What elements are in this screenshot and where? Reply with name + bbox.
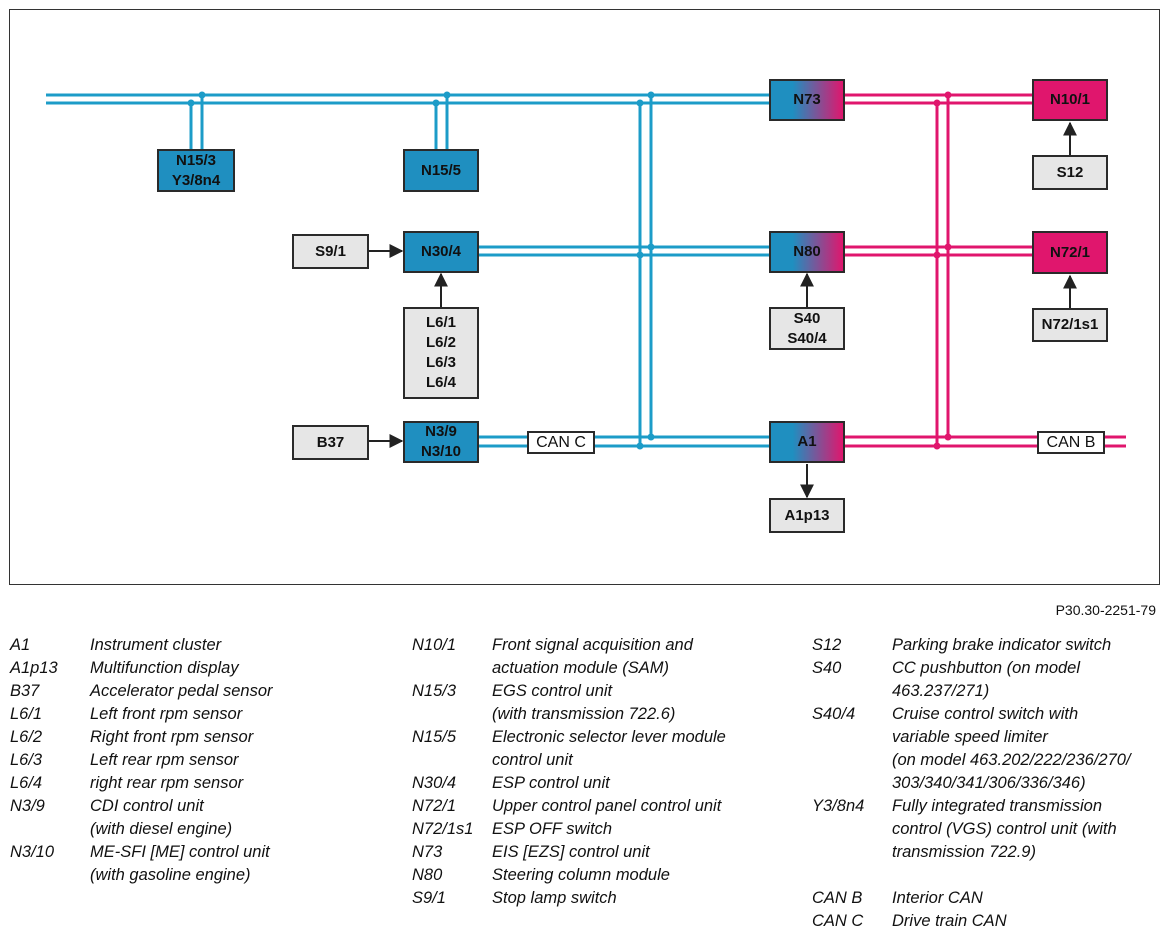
legend-entry: L6/2 Right front rpm sensor <box>10 726 390 749</box>
legend-entry: N30/4 ESP control unit <box>412 772 802 795</box>
legend-entry: N72/1s1 ESP OFF switch <box>412 818 802 841</box>
legend-entry: S9/1 Stop lamp switch <box>412 887 802 910</box>
legend-code: N72/1 <box>412 797 457 815</box>
node-s40: S40 S40/4 <box>769 307 845 350</box>
legend-entry: N3/10 ME-SFI [ME] control unit (with gaso… <box>10 841 390 887</box>
legend-description: ESP OFF switch <box>492 820 613 838</box>
legend-description: Front signal acquisition and actuation m… <box>492 636 693 677</box>
node-l6-sensors: L6/1 L6/2 L6/3 L6/4 <box>403 307 479 399</box>
node-n15-5: N15/5 <box>403 149 479 192</box>
node-n80: N80 <box>769 231 845 273</box>
legend-column-2: N10/1 Front signal acquisition and actuat… <box>412 634 802 910</box>
legend-description: Right front rpm sensor <box>90 728 254 746</box>
legend-code: CAN B <box>812 889 863 907</box>
node-n72-1s1: N72/1s1 <box>1032 308 1108 342</box>
legend-entry: L6/4 right rear rpm sensor <box>10 772 390 795</box>
legend-code: L6/2 <box>10 728 43 746</box>
legend-description: Parking brake indicator switch <box>892 636 1112 654</box>
legend-code: N72/1s1 <box>412 820 474 838</box>
legend-entry: B37 Accelerator pedal sensor <box>10 680 390 703</box>
node-n3-9: N3/9 N3/10 <box>403 421 479 463</box>
legend-entry: A1p13 Multifunction display <box>10 657 390 680</box>
legend-code: N3/10 <box>10 843 55 861</box>
legend-description: Instrument cluster <box>90 636 222 654</box>
legend-description: right rear rpm sensor <box>90 774 244 792</box>
legend-description: ESP control unit <box>492 774 610 792</box>
legend-entry: N73 EIS [EZS] control unit <box>412 841 802 864</box>
legend-description: EIS [EZS] control unit <box>492 843 650 861</box>
node-n15-3: N15/3 Y3/8n4 <box>157 149 235 192</box>
legend-entry: Y3/8n4 Fully integrated transmission cont… <box>812 795 1168 864</box>
can-c-junction-dots <box>187 91 655 450</box>
legend-description: CDI control unit (with diesel engine) <box>90 797 233 838</box>
legend-description: Upper control panel control unit <box>492 797 722 815</box>
node-n30-4: N30/4 <box>403 231 479 273</box>
signal-arrows <box>367 121 1077 499</box>
legend-entry: CAN B Interior CAN <box>812 887 1168 910</box>
legend-code: N3/9 <box>10 797 45 815</box>
legend-code: N10/1 <box>412 636 457 654</box>
legend-code: L6/4 <box>10 774 43 792</box>
legend-code: L6/1 <box>10 705 43 723</box>
legend-description: Stop lamp switch <box>492 889 617 907</box>
legend-code: A1p13 <box>10 659 58 677</box>
legend-code: S40/4 <box>812 705 856 723</box>
legend-entry: N15/3 EGS control unit (with transmission… <box>412 680 802 726</box>
legend-code: A1 <box>10 636 31 654</box>
legend-entry: L6/1 Left front rpm sensor <box>10 703 390 726</box>
legend-entry: S40/4 Cruise control switch with variable… <box>812 703 1168 795</box>
legend-entry: N15/5 Electronic selector lever module co… <box>412 726 802 772</box>
node-a1p13: A1p13 <box>769 498 845 533</box>
legend-code: N15/3 <box>412 682 457 700</box>
legend-code: N30/4 <box>412 774 457 792</box>
node-s9-1: S9/1 <box>292 234 369 269</box>
legend-code: CAN C <box>812 912 864 930</box>
legend-description: Left front rpm sensor <box>90 705 243 723</box>
legend-code: S9/1 <box>412 889 446 907</box>
legend-description: Drive train CAN <box>892 912 1007 930</box>
legend-entry: S12 Parking brake indicator switch <box>812 634 1168 657</box>
legend-entry: N3/9 CDI control unit (with diesel engine… <box>10 795 390 841</box>
node-n72-1: N72/1 <box>1032 231 1108 274</box>
legend-description: Accelerator pedal sensor <box>90 682 273 700</box>
legend-description: ME-SFI [ME] control unit (with gasoline … <box>90 843 270 884</box>
legend-code: N15/5 <box>412 728 457 746</box>
legend-code: S12 <box>812 636 842 654</box>
legend-description: Fully integrated transmission control (V… <box>892 797 1117 861</box>
node-a1: A1 <box>769 421 845 463</box>
legend-entry: CAN C Drive train CAN <box>812 910 1168 933</box>
legend-code: B37 <box>10 682 40 700</box>
legend-entry: N80 Steering column module <box>412 864 802 887</box>
node-s12: S12 <box>1032 155 1108 190</box>
legend-entry: A1 Instrument cluster <box>10 634 390 657</box>
legend-entry: S40 CC pushbutton (on model 463.237/271) <box>812 657 1168 703</box>
legend-code: N80 <box>412 866 443 884</box>
figure-reference: P30.30-2251-79 <box>1055 602 1156 618</box>
legend-code: S40 <box>812 659 842 677</box>
legend-description: Steering column module <box>492 866 670 884</box>
legend-description: Electronic selector lever module control… <box>492 728 726 769</box>
can-b-junction-dots <box>933 91 952 450</box>
legend-entry: N72/1 Upper control panel control unit <box>412 795 802 818</box>
legend-description: Cruise control switch with variable spee… <box>892 705 1131 792</box>
diagram-frame <box>9 9 1160 585</box>
legend-code: Y3/8n4 <box>812 797 865 815</box>
legend-description: CC pushbutton (on model 463.237/271) <box>892 659 1081 700</box>
legend-description: Left rear rpm sensor <box>90 751 239 769</box>
legend-description: Multifunction display <box>90 659 239 677</box>
node-n73: N73 <box>769 79 845 121</box>
can-bus-wiring <box>46 91 1126 499</box>
can-b-label: CAN B <box>1037 431 1105 454</box>
node-n10-1: N10/1 <box>1032 79 1108 121</box>
legend-code: N73 <box>412 843 443 861</box>
legend-description: Interior CAN <box>892 889 983 907</box>
legend-entry: N10/1 Front signal acquisition and actuat… <box>412 634 802 680</box>
legend-entry: L6/3 Left rear rpm sensor <box>10 749 390 772</box>
legend-code: L6/3 <box>10 751 43 769</box>
legend-description: EGS control unit (with transmission 722.… <box>492 682 676 723</box>
node-b37: B37 <box>292 425 369 460</box>
can-c-label: CAN C <box>527 431 595 454</box>
